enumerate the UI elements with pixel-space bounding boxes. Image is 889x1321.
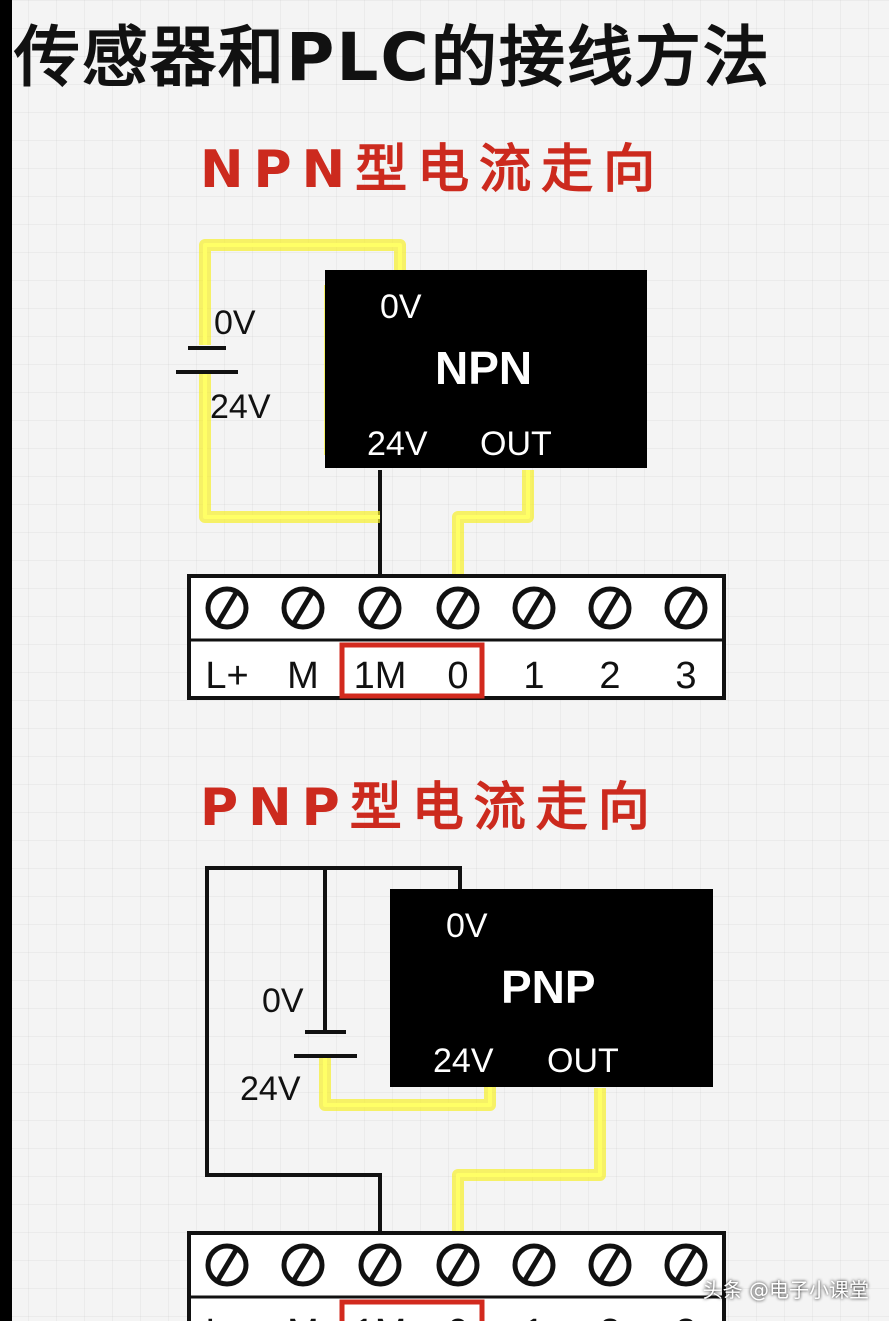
npn-diagram: 0V 24V 0V NPN 24V OUT L+ M 1M 0 1 2 3 [176,239,726,700]
pnp-highlight-box [339,1299,485,1321]
npn-sensor-0v-label: 0V [380,288,422,326]
npn-sensor-name: NPN [435,342,532,394]
pnp-battery-24v-label: 24V [240,1070,301,1108]
left-edge-bar [0,0,12,1321]
npn-sensor-24v-label: 24V [367,425,428,463]
pnp-terminal-label: 3 [675,1312,696,1321]
pnp-sensor-out-label: OUT [547,1042,619,1080]
npn-battery-24v-label: 24V [210,388,271,426]
pnp-sensor-24v-label: 24V [433,1042,494,1080]
pnp-section-title: PNP型电流走向 [200,778,660,838]
npn-sensor-box [325,270,647,468]
pnp-terminal-label: 2 [599,1312,620,1321]
page-title: 传感器和PLC的接线方法 [14,19,771,96]
npn-highlight-box [339,642,485,699]
npn-terminal-label: 1M [354,655,407,697]
pnp-terminal-label: 0 [447,1312,468,1321]
npn-terminal-label: M [287,655,319,697]
pnp-diagram: 0V 24V 0V PNP 24V OUT L+ M 1M 0 1 2 3 [187,866,726,1321]
npn-battery-0v-label: 0V [214,304,256,342]
pnp-terminal-label: 1 [523,1312,544,1321]
pnp-wire-0v-loop [205,866,462,1250]
pnp-sensor-name: PNP [501,961,596,1013]
pnp-terminal-label: L+ [205,1312,248,1321]
pnp-terminal-label: M [287,1312,319,1321]
npn-terminal-label: 3 [675,655,696,697]
npn-sensor-out-label: OUT [480,425,552,463]
pnp-terminal-label: 1M [354,1312,407,1321]
npn-terminal-label: 1 [523,655,544,697]
pnp-battery-0v-label: 0V [262,982,304,1020]
npn-terminal-label: 2 [599,655,620,697]
npn-terminal-label: L+ [205,655,248,697]
pnp-sensor-0v-label: 0V [446,907,488,945]
npn-section-title: NPN型电流走向 [200,140,666,200]
pnp-sensor-box [390,889,713,1087]
watermark: 头条 @电子小课堂 [702,1278,869,1302]
npn-terminal-label: 0 [447,655,468,697]
